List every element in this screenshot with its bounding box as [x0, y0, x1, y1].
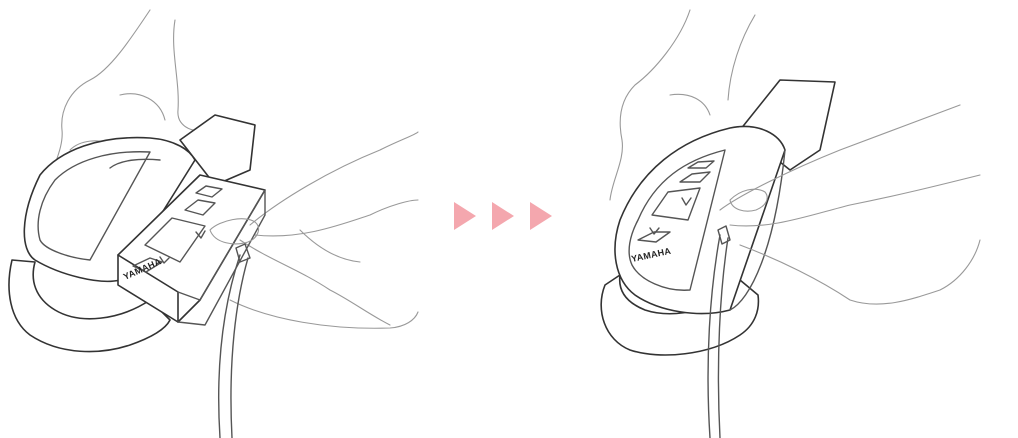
arrow-right-icon	[454, 202, 476, 230]
arrow-right-icon	[530, 202, 552, 230]
next-step-arrows	[452, 196, 562, 236]
step-right-illustration: YAMAHA	[580, 0, 1018, 438]
step-left-illustration: YAMAHA	[0, 0, 440, 438]
arrow-right-icon	[492, 202, 514, 230]
